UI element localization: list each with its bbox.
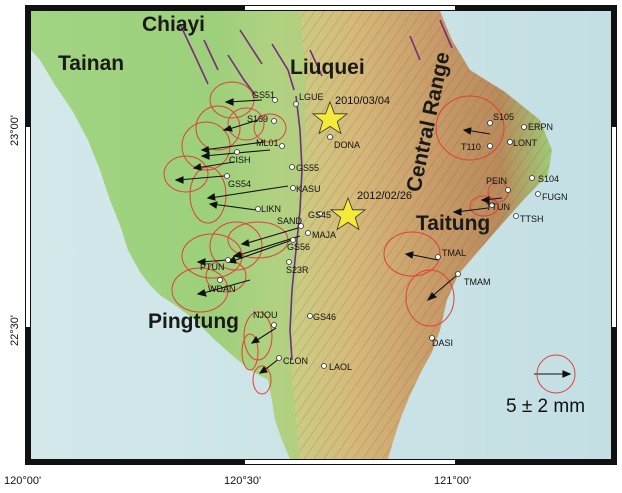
station-label: LONT (513, 138, 538, 148)
station-label: TMAL (442, 248, 466, 258)
region-label-tainan: Tainan (58, 52, 124, 75)
station-label: MAJA (312, 230, 336, 240)
station-label: GS56 (287, 242, 310, 252)
earthquake-date-label: 2012/02/26 (357, 190, 412, 202)
western-plain (31, 11, 306, 459)
station-label: T110 (461, 142, 481, 152)
station-label: GS55 (296, 163, 319, 173)
station-label: ML01 (256, 138, 279, 148)
station-label: FUGN (542, 192, 568, 202)
station-label: DONA (334, 140, 360, 150)
frame-ticks (26, 6, 616, 464)
station-label: S23R (286, 265, 309, 275)
scale-ellipse (536, 354, 576, 394)
mountain-texture (292, 11, 552, 459)
scale-legend: 5 ± 2 mm (506, 354, 585, 417)
station-label: SAND (277, 216, 303, 226)
scale-label: 5 ± 2 mm (506, 396, 585, 417)
station-label: KASU (296, 184, 321, 194)
lon-tick-label: 120°00' (4, 475, 41, 487)
station-label: DASI (432, 338, 453, 348)
station-label: WDAN (208, 284, 236, 294)
station-label: TTUN (486, 202, 510, 212)
station-label: LGUE (299, 92, 324, 102)
displacement-arrows (174, 98, 572, 378)
station-label: CLON (283, 356, 308, 366)
lon-tick-label: 121°00' (434, 475, 471, 487)
station-label: TMAM (464, 277, 491, 287)
lat-tick-label: 22°30' (9, 315, 21, 346)
lon-tick-label: 120°30' (224, 475, 261, 487)
station-label: PTUN (200, 262, 225, 272)
axis-labels: 23°00' 22°30' 120°00' 120°30' 121°00' (4, 115, 471, 487)
station-label: S169 (247, 114, 268, 124)
station-label: LAOL (329, 362, 352, 372)
station-markers (217, 97, 541, 369)
station-label: TTSH (520, 214, 544, 224)
station-label: GS54 (228, 179, 251, 189)
epicenter-star-icon (311, 100, 349, 135)
station-label: GS46 (313, 312, 336, 322)
region-label-liuquei: Liuquei (290, 56, 365, 79)
lat-tick-label: 23°00' (9, 115, 21, 146)
epicenter-star-icon (329, 196, 367, 231)
fault-lines (179, 19, 453, 361)
station-label: GS51 (252, 90, 275, 100)
station-label: NJOU (253, 310, 278, 320)
station-label: S105 (493, 112, 514, 122)
region-label-pingtung: Pingtung (148, 310, 239, 333)
station-label: PEIN (486, 176, 507, 186)
station-label: ERPN (528, 122, 553, 132)
earthquake-markers: 2010/03/04 2012/02/26 (311, 95, 412, 231)
station-labels: GS51 LGUE S169 ML01 DONA CISH GS55 GS54 … (200, 90, 568, 372)
earthquake-date-label: 2010/03/04 (335, 95, 390, 107)
station-label: LIKN (261, 204, 281, 214)
region-label-chiayi: Chiayi (142, 13, 205, 36)
region-label-taitung: Taitung (416, 212, 490, 235)
station-label: S104 (538, 174, 559, 184)
error-ellipses (163, 81, 509, 395)
station-label: CISH (229, 155, 251, 165)
station-label: GS45 (308, 210, 331, 220)
